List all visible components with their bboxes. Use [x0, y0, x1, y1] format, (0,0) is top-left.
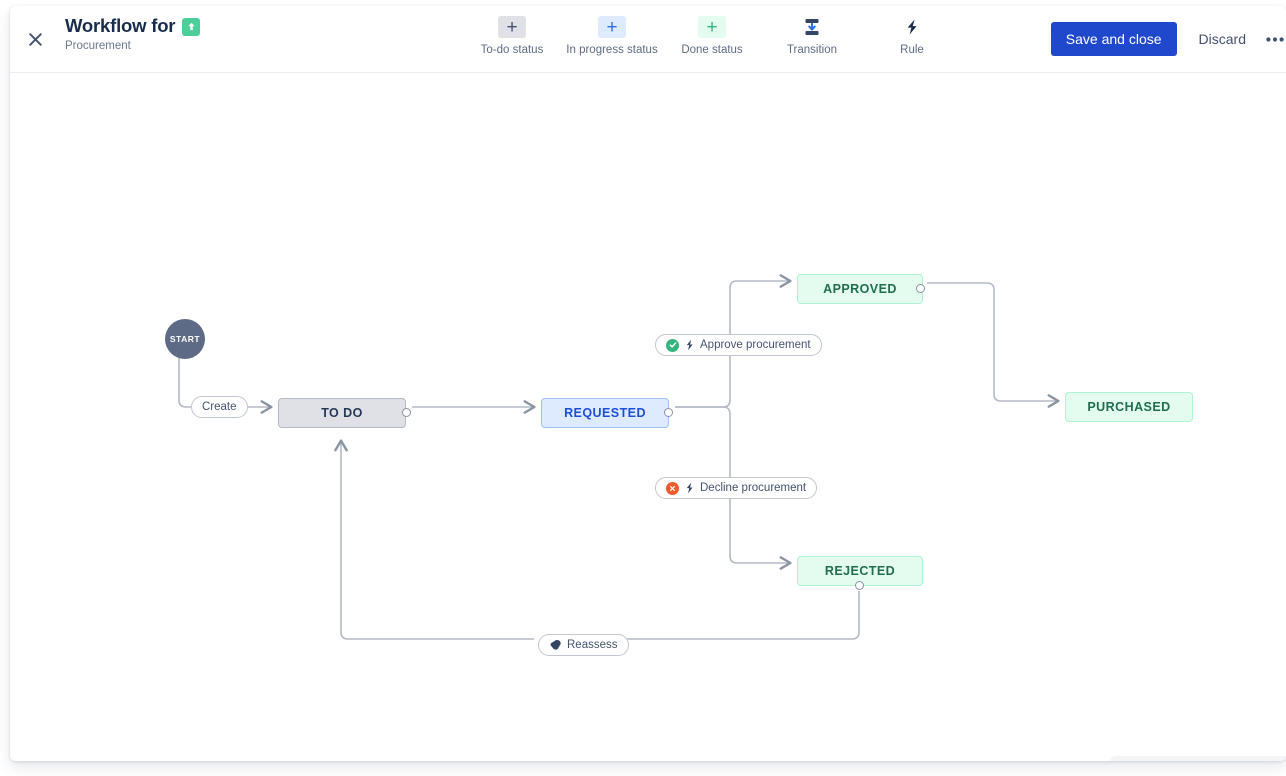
- add-inprogress-status-button[interactable]: + In progress status: [562, 12, 662, 56]
- header-actions: Save and close Discard: [1050, 22, 1284, 56]
- issue-type-up-arrow-icon: [182, 17, 201, 36]
- transition-create-label: Create: [202, 401, 237, 413]
- add-done-status-button[interactable]: + Done status: [662, 12, 762, 56]
- transition-decline-label: Decline procurement: [700, 482, 807, 494]
- editor-header: Workflow for Procurement + To-do status …: [10, 6, 1286, 73]
- condition-icon: [549, 639, 562, 651]
- add-inprogress-status-label: In progress status: [566, 44, 658, 56]
- page-title: Workflow for: [65, 15, 176, 36]
- rule-bolt-icon: [684, 339, 695, 351]
- more-options-icon[interactable]: [1260, 24, 1286, 54]
- x-circle-icon: [666, 481, 679, 495]
- add-transition-button[interactable]: Transition: [762, 12, 862, 56]
- status-node-purchased[interactable]: PURCHASED: [1065, 392, 1193, 422]
- discard-button[interactable]: Discard: [1187, 23, 1258, 55]
- add-todo-status-button[interactable]: + To-do status: [462, 12, 562, 56]
- rule-bolt-icon: [684, 482, 695, 494]
- title-block: Workflow for Procurement: [65, 15, 201, 53]
- add-rule-button[interactable]: Rule: [862, 12, 962, 56]
- transition-decline-procurement[interactable]: Decline procurement: [655, 477, 818, 499]
- transition-create[interactable]: Create: [191, 396, 248, 418]
- port-todo-right[interactable]: [402, 408, 411, 417]
- status-node-todo[interactable]: TO DO: [278, 398, 406, 428]
- workflow-canvas[interactable]: START TO DO REQUESTED APPROVED REJECTED …: [10, 73, 1286, 761]
- transition-approve-procurement[interactable]: Approve procurement: [655, 334, 822, 356]
- add-transition-label: Transition: [786, 44, 838, 56]
- rule-bolt-icon: [898, 16, 926, 38]
- start-node[interactable]: START: [165, 319, 205, 359]
- port-approved-right[interactable]: [916, 284, 925, 293]
- port-requested-right[interactable]: [664, 408, 673, 417]
- plus-icon: +: [498, 16, 526, 38]
- transition-approve-label: Approve procurement: [700, 339, 811, 351]
- workflow-editor-window: Workflow for Procurement + To-do status …: [10, 6, 1286, 761]
- port-rejected-bottom[interactable]: [855, 581, 864, 590]
- transition-reassess-label: Reassess: [567, 639, 618, 651]
- close-icon[interactable]: [18, 22, 52, 56]
- plus-icon: +: [598, 16, 626, 38]
- plus-icon: +: [698, 16, 726, 38]
- status-node-approved[interactable]: APPROVED: [797, 274, 923, 304]
- editor-toolbar: + To-do status + In progress status + Do…: [462, 12, 962, 56]
- save-and-close-button[interactable]: Save and close: [1050, 22, 1177, 56]
- zoom-control[interactable]: [1110, 756, 1286, 761]
- add-done-status-label: Done status: [681, 44, 743, 56]
- status-node-requested[interactable]: REQUESTED: [541, 398, 669, 428]
- check-circle-icon: [666, 338, 679, 352]
- transition-icon: [798, 16, 826, 38]
- add-rule-label: Rule: [900, 44, 924, 56]
- page-subtitle: Procurement: [65, 40, 131, 52]
- transition-reassess[interactable]: Reassess: [538, 634, 629, 656]
- add-todo-status-label: To-do status: [480, 44, 544, 56]
